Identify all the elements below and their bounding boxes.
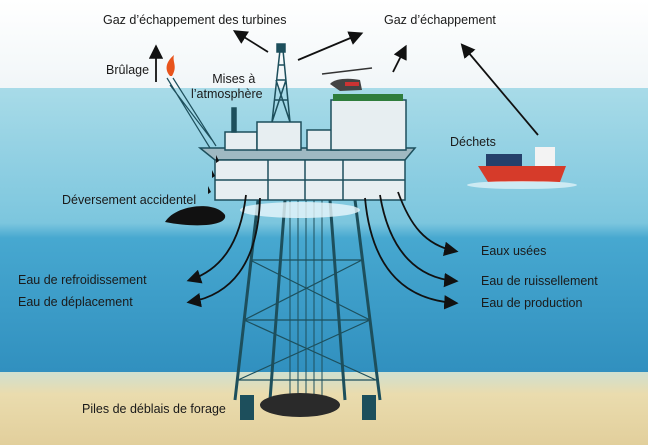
flame-icon: [166, 55, 175, 76]
label-spill: Déversement accidentel: [62, 193, 197, 207]
supply-vessel: [467, 147, 577, 189]
arrow-waste: [460, 43, 539, 136]
label-cooling-water: Eau de refroidissement: [18, 273, 147, 287]
arrow-displacement-water: [186, 197, 261, 308]
label-turbine-exhaust: Gaz d’échappement des turbines: [103, 13, 287, 27]
oil-slick: [165, 206, 226, 226]
arrow-runoff-water: [379, 194, 459, 288]
label-cuttings: Piles de déblais de forage: [82, 402, 226, 416]
jacket-structure: [233, 199, 382, 401]
arrow-sewage: [397, 191, 459, 256]
drilling-derrick: [271, 43, 291, 123]
label-waste: Déchets: [450, 135, 496, 149]
label-runoff-water: Eau de ruissellement: [481, 274, 598, 288]
drill-cuttings-pile: [260, 393, 340, 417]
label-sewage: Eaux usées: [481, 244, 547, 258]
label-displacement-water: Eau de déplacement: [18, 295, 133, 309]
arrow-produced-water: [364, 197, 459, 310]
label-venting-line2: l’atmosphère: [191, 87, 263, 101]
arrow-exhaust-2: [392, 44, 407, 73]
oil-drops: [208, 155, 219, 194]
platform-deck: [197, 99, 417, 201]
label-produced-water: Eau de production: [481, 296, 583, 310]
helideck: [333, 94, 403, 101]
arrow-exhaust-1: [297, 31, 364, 61]
arrow-cooling-water: [186, 194, 247, 284]
flare-boom: [166, 77, 217, 149]
label-venting-line1: Mises à: [212, 72, 256, 86]
label-flaring: Brûlage: [106, 63, 150, 77]
helicopter: [321, 67, 373, 91]
arrow-turbine-exhaust: [232, 30, 269, 53]
sky: [0, 0, 648, 88]
label-exhaust: Gaz d’échappement: [384, 13, 496, 27]
